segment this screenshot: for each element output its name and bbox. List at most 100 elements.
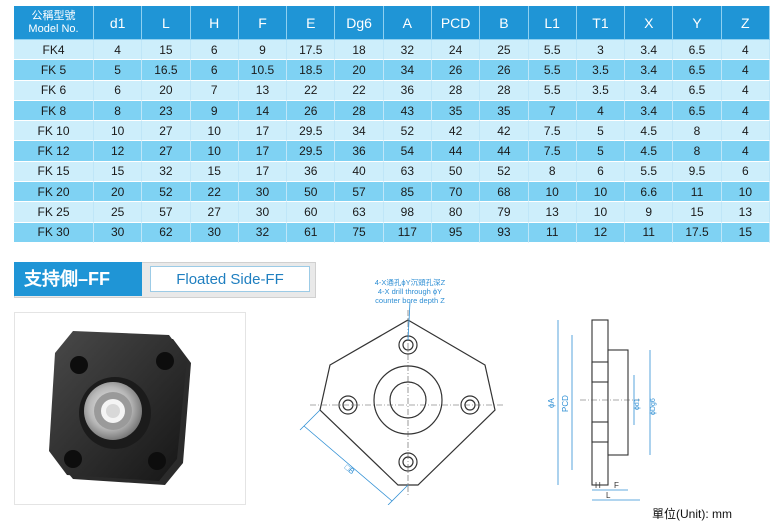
model-cell: FK 5 [14,60,94,81]
value-cell: 32 [142,161,191,183]
value-cell: 18 [335,40,384,61]
value-cell: 28 [431,80,481,101]
value-cell: 44 [480,141,529,162]
column-header-h: H [190,6,239,40]
model-cell: FK4 [14,40,94,61]
value-cell: 20 [94,182,143,203]
value-cell: 13 [528,202,577,223]
side-view-drawing: ϕA PCD ϕd1 ϕDg6 H F L [547,319,657,501]
value-cell: 6.5 [673,80,722,101]
column-header-y: Y [673,6,722,40]
value-cell: 22 [190,182,239,203]
value-cell: 5 [94,60,143,81]
column-header-d1: d1 [94,6,143,40]
value-cell: 4 [576,100,626,122]
value-cell: 9 [190,100,239,122]
value-cell: 28 [480,80,529,101]
value-cell: 70 [431,182,481,203]
value-cell: 24 [431,40,481,61]
model-cell: FK 6 [14,80,94,101]
value-cell: 52 [383,121,432,142]
label-dg6: ϕDg6 [650,398,657,415]
value-cell: 3.4 [625,80,674,101]
value-cell: 27 [190,202,239,223]
label-b: □B [343,463,357,476]
value-cell: 29.5 [287,121,336,142]
value-cell: 5.5 [625,161,674,183]
value-cell: 93 [480,222,529,243]
value-cell: 26 [431,60,481,81]
value-cell: 10 [721,182,770,203]
value-cell: 6 [576,161,626,183]
label-l: L [606,491,611,500]
value-cell: 117 [383,222,432,243]
value-cell: 6 [190,60,239,81]
front-view-drawing: □B [299,301,505,505]
label-a: ϕA [547,398,556,408]
value-cell: 35 [480,100,529,122]
value-cell: 63 [383,161,432,183]
column-header-a: A [383,6,432,40]
value-cell: 4 [721,80,770,101]
value-cell: 3.4 [625,100,674,122]
value-cell: 6.5 [673,60,722,81]
value-cell: 9 [238,40,288,61]
value-cell: 6 [721,161,770,183]
value-cell: 20 [335,60,384,81]
value-cell: 57 [142,202,191,223]
value-cell: 28 [335,100,384,122]
model-cell: FK 12 [14,141,94,162]
value-cell: 63 [335,202,384,223]
value-cell: 26 [287,100,336,122]
value-cell: 3.5 [576,80,626,101]
label-h: H [595,481,601,490]
model-header-en: Model No. [28,22,79,35]
value-cell: 4.5 [625,121,674,142]
drill-note-en-2: counter bore depth Z [375,296,445,305]
column-header-x: X [625,6,674,40]
value-cell: 4 [94,40,143,61]
column-header-pcd: PCD [431,6,481,40]
value-cell: 6.5 [673,40,722,61]
column-header-l1: L1 [528,6,577,40]
value-cell: 61 [287,222,336,243]
value-cell: 4 [721,40,770,61]
value-cell: 68 [480,182,529,203]
drill-note: 4-X通孔ϕY沉頭孔深Z 4-X drill through ϕY counte… [355,278,465,305]
value-cell: 10.5 [238,60,288,81]
value-cell: 32 [238,222,288,243]
product-photo [14,312,246,505]
value-cell: 27 [142,141,191,162]
value-cell: 42 [431,121,481,142]
value-cell: 3.4 [625,60,674,81]
value-cell: 25 [480,40,529,61]
column-header-l: L [142,6,191,40]
value-cell: 5.5 [528,80,577,101]
value-cell: 13 [721,202,770,223]
value-cell: 4 [721,141,770,162]
value-cell: 80 [431,202,481,223]
value-cell: 75 [335,222,384,243]
value-cell: 54 [383,141,432,162]
label-d1: ϕd1 [634,398,641,410]
value-cell: 6 [94,80,143,101]
value-cell: 52 [480,161,529,183]
value-cell: 22 [335,80,384,101]
column-header-b: B [480,6,529,40]
value-cell: 10 [190,121,239,142]
value-cell: 36 [383,80,432,101]
model-cell: FK 20 [14,182,94,203]
value-cell: 15 [721,222,770,243]
value-cell: 9 [625,202,674,223]
value-cell: 11 [625,222,674,243]
value-cell: 98 [383,202,432,223]
value-cell: 10 [94,121,143,142]
